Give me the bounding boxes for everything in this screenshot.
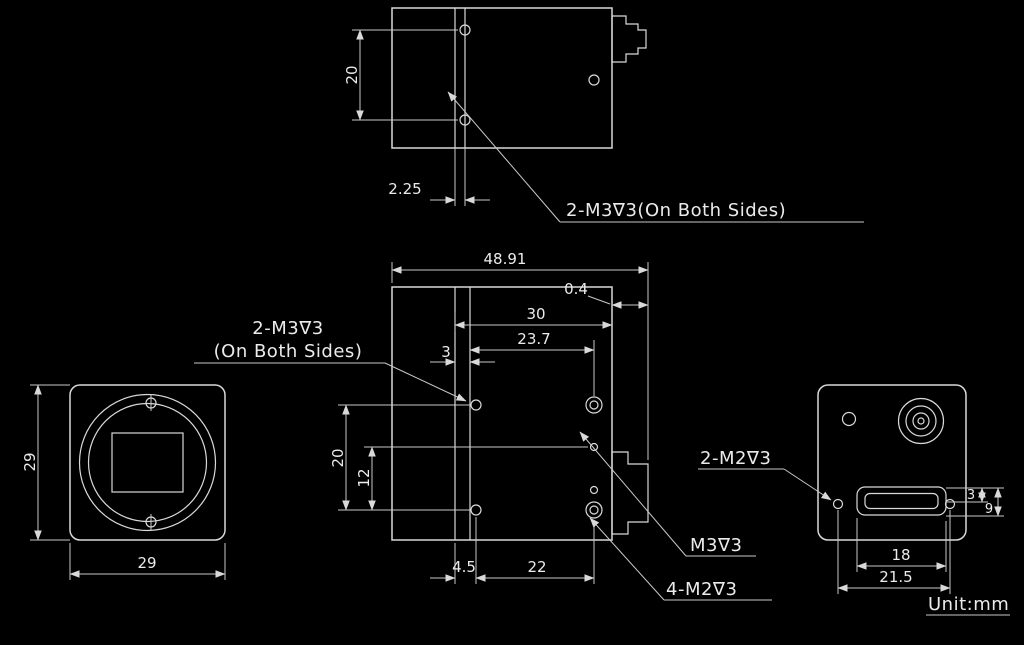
lens-mount-inner-circle (87, 402, 208, 523)
front-body-outline (69, 384, 226, 541)
top-screw-hole-1 (459, 24, 471, 36)
front-dim-height: 29 (21, 384, 70, 541)
back-io-connector-outer (856, 486, 947, 516)
top-screw-hole-2 (459, 114, 471, 126)
top-dim-2-25: 2.25 (388, 148, 490, 206)
back-screw-hole-right (944, 498, 956, 510)
side-thread-note-line1: 2-M3∇3 (252, 318, 323, 339)
back-io-connector-inner (864, 492, 939, 510)
top-view: 20 2.25 2-M3∇3(On Both Sides) (343, 7, 864, 223)
back-connector-ring-middle (905, 405, 937, 437)
side-dim-30: 30 (454, 305, 613, 332)
back-view: 2-M2∇3 3 9 18 21.5 (698, 384, 1004, 594)
side-dim-bottom: 4.5 22 (430, 517, 595, 584)
sensor-rectangle (111, 432, 184, 493)
back-dim-18-label: 18 (891, 546, 910, 564)
side-connector-plug (611, 451, 649, 535)
side-dim-23-7: 23.7 (469, 330, 595, 396)
side-dim-12: 12 (355, 446, 588, 511)
side-dim-3-label: 3 (441, 343, 451, 361)
back-dim-21-5-label: 21.5 (879, 568, 912, 586)
side-hole-front-bottom (470, 504, 482, 516)
back-screw-hole-left (832, 498, 844, 510)
front-dim-width: 29 (69, 543, 226, 580)
side-mount-note-label: 4-M2∇3 (666, 579, 737, 600)
back-connector-ring-outer (897, 397, 945, 445)
top-dim-2-25-label: 2.25 (388, 180, 421, 198)
unit-note: Unit:mm (926, 594, 1010, 616)
top-body-outline (391, 7, 613, 149)
unit-note-label: Unit:mm (928, 594, 1009, 615)
back-thread-note-label: 2-M2∇3 (700, 448, 771, 469)
back-body-outline (817, 384, 967, 541)
side-dim-22-label: 22 (527, 558, 546, 576)
side-dim-0-4-label: 0.4 (564, 280, 588, 298)
side-thread-note-line2: (On Both Sides) (214, 341, 363, 362)
side-dim-0-4: 0.4 (564, 280, 649, 309)
side-thread-note-both: 2-M3∇3 (On Both Sides) (194, 318, 467, 402)
back-dim-18: 18 (856, 518, 947, 572)
side-hole-rear-top-inner (589, 400, 599, 410)
side-mount-note: 4-M2∇3 (589, 517, 772, 601)
back-thread-note: 2-M2∇3 (698, 448, 832, 501)
side-hole-rear-top-outer (585, 396, 603, 414)
front-dim-height-label: 29 (21, 452, 39, 471)
back-connector-ring-inner (912, 412, 930, 430)
front-view: 29 29 (21, 384, 226, 580)
side-dim-4-5-label: 4.5 (452, 558, 476, 576)
side-dim-48-91: 48.91 (391, 250, 649, 460)
back-connector-pin (917, 417, 925, 425)
back-dim-small-bottom-label: 9 (985, 502, 993, 517)
side-hole-rear-bottom-inner (589, 505, 599, 515)
top-connector-plug (611, 15, 647, 63)
side-dim-30-label: 30 (526, 305, 545, 323)
side-hole-mid-2 (589, 485, 599, 495)
back-dim-21-5: 21.5 (837, 510, 951, 594)
back-dim-small: 3 9 (946, 487, 1004, 517)
side-body-outline (391, 286, 613, 541)
top-thread-note-label: 2-M3∇3(On Both Sides) (566, 200, 786, 221)
top-screw-hole-3 (588, 74, 600, 86)
side-dim-20: 20 (329, 404, 470, 511)
side-hole-mid-1 (589, 442, 599, 452)
side-dim-12-label: 12 (355, 468, 373, 487)
back-dim-small-top-label: 3 (967, 488, 975, 503)
side-view: 48.91 0.4 30 23.7 3 20 (194, 250, 772, 601)
side-dim-48-91-label: 48.91 (484, 250, 527, 268)
front-dim-width-label: 29 (137, 554, 156, 572)
back-led-hole (841, 411, 857, 427)
side-hole-rear-bottom-outer (585, 501, 603, 519)
side-tripod-note-label: M3∇3 (690, 535, 742, 556)
lens-mount-outer-circle (78, 393, 217, 532)
side-hole-front-top (470, 399, 482, 411)
side-tripod-note: M3∇3 (579, 431, 756, 557)
side-dim-20-label: 20 (329, 448, 347, 467)
top-thread-note: 2-M3∇3(On Both Sides) (447, 91, 864, 223)
top-dim-20: 20 (343, 29, 458, 121)
top-dim-20-label: 20 (343, 65, 361, 84)
side-dim-23-7-label: 23.7 (517, 330, 550, 348)
side-dim-3: 3 (430, 343, 495, 366)
